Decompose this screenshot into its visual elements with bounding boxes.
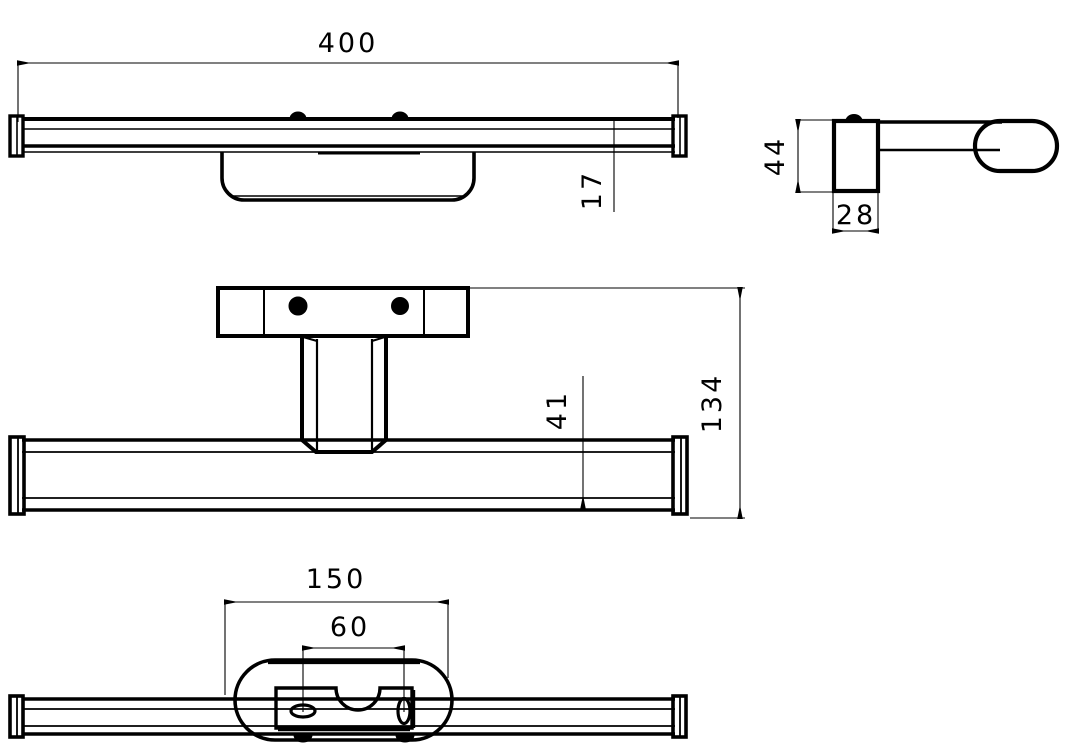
mounting-plate-outline xyxy=(274,686,414,730)
dim-label-134: 134 xyxy=(697,373,728,434)
bracket-top-bump xyxy=(845,114,863,122)
top-bar-assembly xyxy=(8,111,688,202)
dim-label-60: 60 xyxy=(330,612,370,643)
view-front-top: 400 xyxy=(8,28,688,212)
dim-label-44: 44 xyxy=(760,136,791,176)
bracket-vertical-block xyxy=(831,118,881,194)
dimension-150: 150 xyxy=(224,564,449,695)
view-side-right: 44 28 xyxy=(760,114,1060,234)
screw-bump-right xyxy=(391,111,409,120)
t-bracket-head xyxy=(216,286,470,338)
view-front-middle: 134 41 xyxy=(8,286,745,519)
screw-hole-right xyxy=(391,297,409,315)
dimension-134: 134 xyxy=(468,287,745,519)
dim-label-28: 28 xyxy=(836,200,876,231)
dim-label-17: 17 xyxy=(577,170,608,210)
bracket-cover-top-view xyxy=(220,151,476,202)
dim-label-400: 400 xyxy=(318,28,379,59)
slot-vertical-right xyxy=(396,696,412,726)
left-end-cap xyxy=(8,114,25,158)
screw-hole-left xyxy=(288,296,308,316)
dimension-28: 28 xyxy=(832,192,879,234)
middle-left-end-cap xyxy=(8,435,26,516)
slot-horizontal-left xyxy=(289,703,317,719)
view-top-bottom: 150 60 xyxy=(8,564,688,743)
bottom-left-end-cap xyxy=(8,694,25,739)
dim-label-150: 150 xyxy=(306,564,367,595)
dim-label-41: 41 xyxy=(542,390,573,430)
dimension-44: 44 xyxy=(760,119,840,193)
bracket-head-plate xyxy=(216,286,470,338)
right-end-cap xyxy=(671,114,688,158)
middle-right-end-cap xyxy=(671,435,689,516)
bottom-bar-assembly xyxy=(8,694,688,739)
dimension-17: 17 xyxy=(577,119,615,212)
bottom-right-end-cap xyxy=(671,694,688,739)
side-bracket-body xyxy=(831,114,1060,194)
bottom-bump-left xyxy=(293,734,313,743)
arm-pill-end xyxy=(972,118,1060,174)
stem-chamfer-left xyxy=(302,336,318,342)
oval-housing xyxy=(233,658,454,743)
screw-bump-left xyxy=(289,111,307,120)
middle-bar-assembly xyxy=(8,435,689,516)
stem-outline xyxy=(300,336,388,454)
bottom-bump-right xyxy=(395,734,415,743)
dimension-400: 400 xyxy=(17,28,679,122)
dimension-41: 41 xyxy=(542,376,586,509)
t-bracket-stem xyxy=(300,336,388,454)
stem-chamfer-right xyxy=(371,336,386,342)
